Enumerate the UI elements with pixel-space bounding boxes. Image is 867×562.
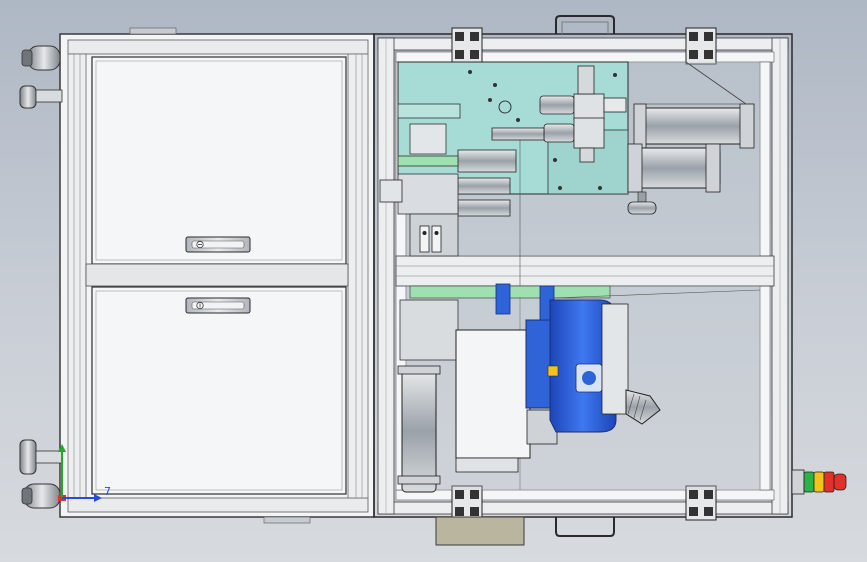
green-light-icon xyxy=(803,471,815,493)
red-light-icon xyxy=(823,471,835,493)
hinge-bracket-icon xyxy=(685,485,717,521)
hinge-bracket-icon xyxy=(451,27,483,65)
carry-handle-top[interactable] xyxy=(555,15,615,34)
spindle-motor-cylinder-icon xyxy=(397,365,441,493)
cabinet-bottom-tab xyxy=(263,516,311,524)
drawer-handle-icon[interactable] xyxy=(185,236,251,253)
x-axis-label: 7 xyxy=(104,485,111,498)
carry-handle-bottom[interactable] xyxy=(555,517,615,537)
caster-bottom-left xyxy=(21,483,61,509)
caster-top-left xyxy=(19,45,63,109)
dust-hose-icon xyxy=(625,389,661,425)
base-plate xyxy=(435,516,525,546)
pneumatic-valve-icon xyxy=(539,65,627,121)
lower-drawer[interactable] xyxy=(91,286,347,495)
cabinet-top-tab xyxy=(129,27,177,35)
drawer-divider xyxy=(85,263,349,287)
lower-bay-assembly[interactable] xyxy=(397,283,761,493)
hinge-bracket-icon xyxy=(451,485,483,521)
drawer-handle-icon[interactable] xyxy=(185,297,251,314)
upper-bay-assembly[interactable] xyxy=(379,61,760,490)
signal-light-tower[interactable] xyxy=(791,469,847,495)
pressure-gauge-icon xyxy=(627,191,657,215)
upper-drawer[interactable] xyxy=(91,56,347,265)
yellow-light-icon xyxy=(813,471,825,493)
air-cylinder-icon xyxy=(627,143,721,193)
air-cylinder-icon xyxy=(633,103,755,149)
caster-lower-mid-left xyxy=(19,439,63,475)
hinge-bracket-icon xyxy=(685,27,717,65)
blue-spindle-housing xyxy=(525,285,617,433)
axis-triad: 7 xyxy=(58,444,111,502)
pneumatic-valve-icon xyxy=(543,117,605,163)
